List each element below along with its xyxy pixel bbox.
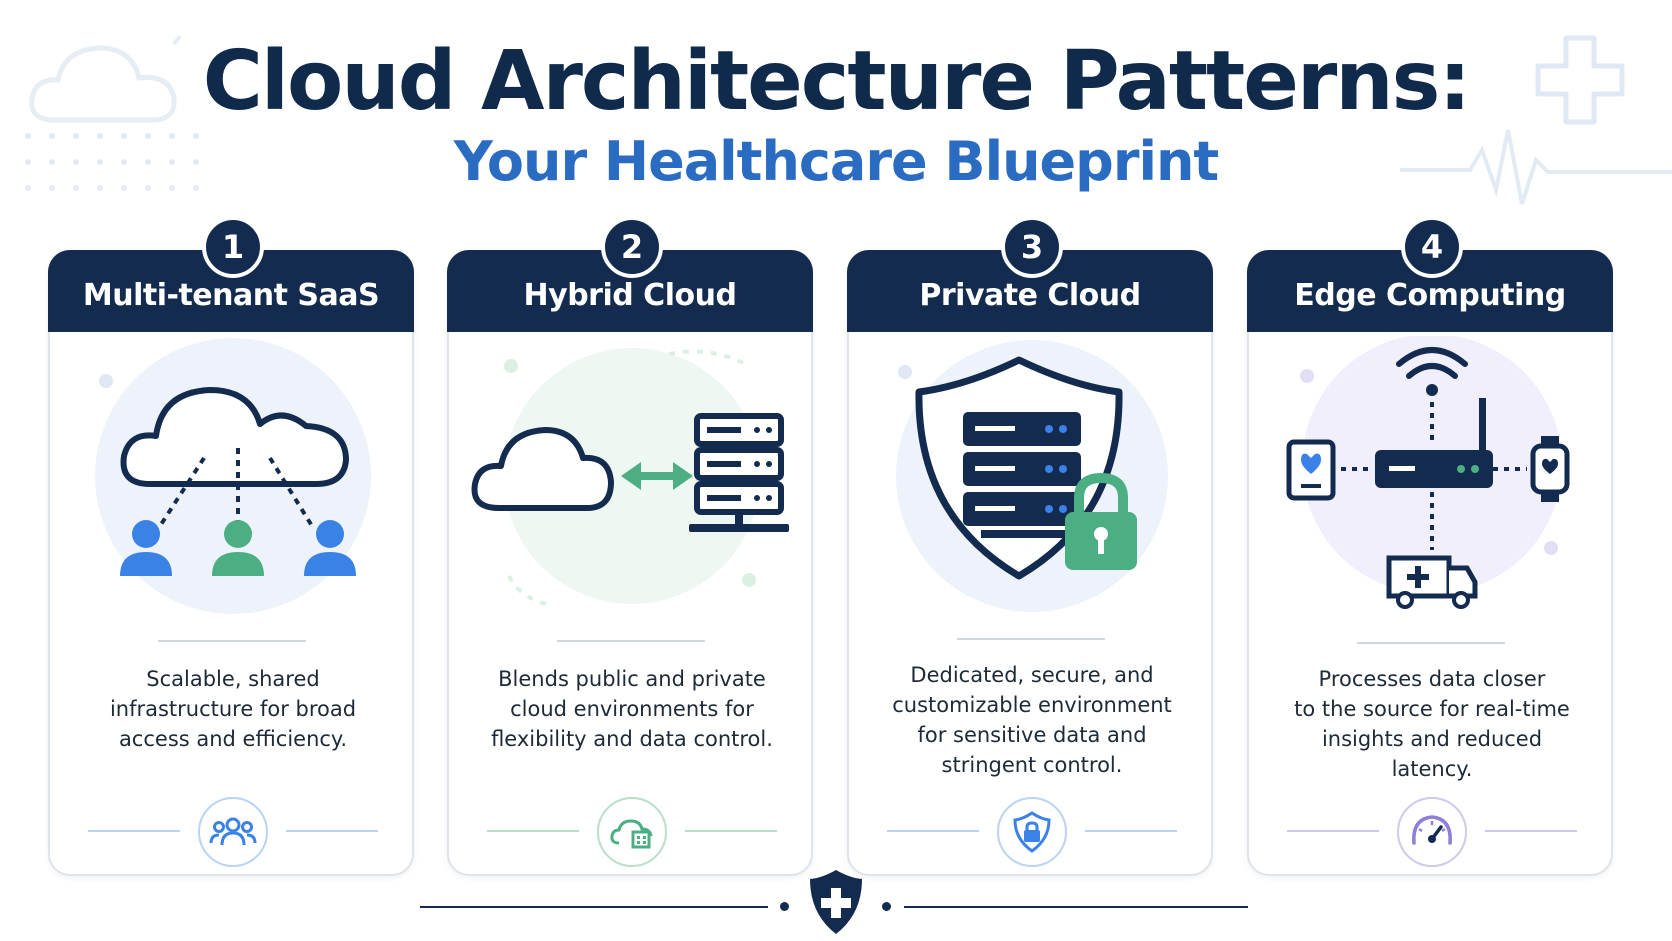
card-hybrid-cloud: Hybrid Cloud 2 Blends public and private… xyxy=(447,216,813,876)
heartbeat-line-decoration xyxy=(1400,129,1672,205)
shield-lock-icon xyxy=(997,797,1067,867)
card-description: Scalable, shared infrastructure for broa… xyxy=(109,667,357,751)
step-number-badge: 3 xyxy=(1001,216,1063,278)
card-title: Private Cloud xyxy=(919,278,1141,313)
step-number-badge: 4 xyxy=(1401,216,1463,278)
speedometer-icon xyxy=(1397,797,1467,867)
dot-grid-decoration xyxy=(25,133,199,191)
footer-line-left xyxy=(88,830,180,832)
cloud-building-icon xyxy=(597,797,667,867)
edge-router-devices-icon xyxy=(1286,336,1570,609)
card-divider xyxy=(158,640,306,642)
medical-cross-decoration-icon xyxy=(1535,35,1625,125)
card-title: Edge Computing xyxy=(1294,278,1566,313)
page-title: Cloud Architecture Patterns: xyxy=(202,34,1472,129)
cloud-server-sync-icon xyxy=(471,348,789,608)
step-number-badge: 1 xyxy=(202,216,264,278)
card-title: Hybrid Cloud xyxy=(523,278,737,313)
users-group-icon xyxy=(198,797,268,867)
footer-line-right xyxy=(685,830,777,832)
card-divider xyxy=(957,638,1105,640)
bottom-dot-left xyxy=(780,902,789,911)
card-description: Blends public and private cloud environm… xyxy=(491,667,773,751)
card-description: Dedicated, secure, and customizable envi… xyxy=(892,663,1172,777)
footer-line-right xyxy=(286,830,378,832)
card-title: Multi-tenant SaaS xyxy=(82,278,380,313)
card-divider xyxy=(1357,642,1505,644)
page-subtitle: Your Healthcare Blueprint xyxy=(453,130,1219,193)
card-private-cloud: Private Cloud 3 Dedicated, secure, and c… xyxy=(847,216,1213,876)
footer-line-left xyxy=(1287,830,1379,832)
cloud-outline-decoration-icon xyxy=(29,34,182,123)
footer-line-right xyxy=(1485,830,1577,832)
card-edge-computing: Edge Computing 4 Processe xyxy=(1247,216,1613,876)
card-multi-tenant-saas: Multi-tenant SaaS 1 Scalable, shared inf… xyxy=(48,216,414,876)
bottom-dot-right xyxy=(882,902,891,911)
card-divider xyxy=(557,640,705,642)
card-header: Hybrid Cloud xyxy=(447,250,813,332)
shield-cross-icon xyxy=(810,870,862,934)
step-number-badge: 2 xyxy=(601,216,663,278)
footer-line-left xyxy=(887,830,979,832)
bottom-line-right xyxy=(904,906,1248,908)
bottom-line-left xyxy=(420,906,768,908)
card-description: Processes data closer to the source for … xyxy=(1294,667,1570,781)
footer-line-left xyxy=(487,830,579,832)
shield-server-lock-icon xyxy=(896,340,1168,612)
cloud-with-users-icon xyxy=(95,338,371,614)
footer-line-right xyxy=(1085,830,1177,832)
